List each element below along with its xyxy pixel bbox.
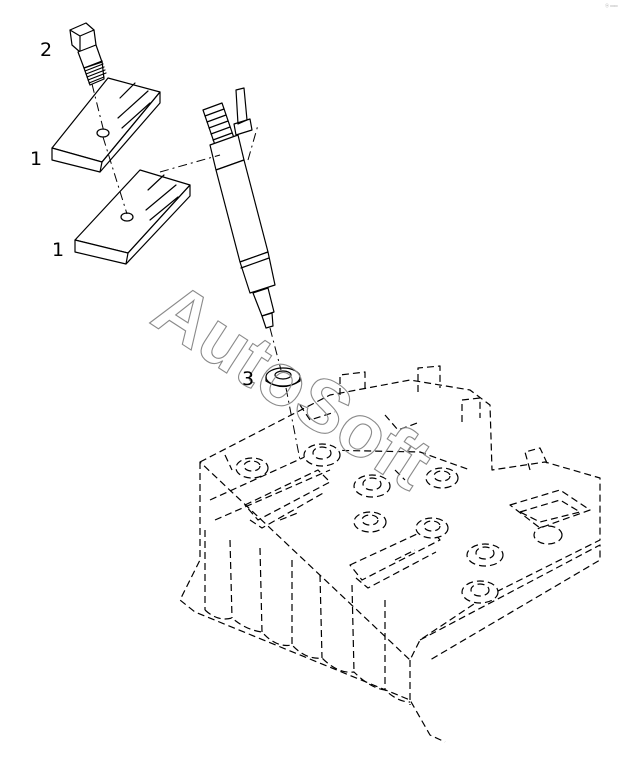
alignment-lines [91, 83, 301, 461]
callout-1-upper: 1 [30, 148, 42, 170]
fuel-injector [202, 87, 276, 329]
injector-clamp-upper [51, 77, 161, 173]
injector-sealing-washer [265, 367, 301, 388]
clamp-bolt [69, 22, 107, 86]
injector-clamp-lower [74, 169, 191, 265]
watermark: AutoSoft [139, 266, 446, 506]
cylinder-head [179, 365, 601, 743]
callout-1-lower: 1 [52, 239, 64, 261]
callout-3: 3 [242, 368, 254, 390]
corner-mark: ⓐ ▭▭ [605, 2, 618, 8]
callout-2: 2 [40, 39, 52, 61]
